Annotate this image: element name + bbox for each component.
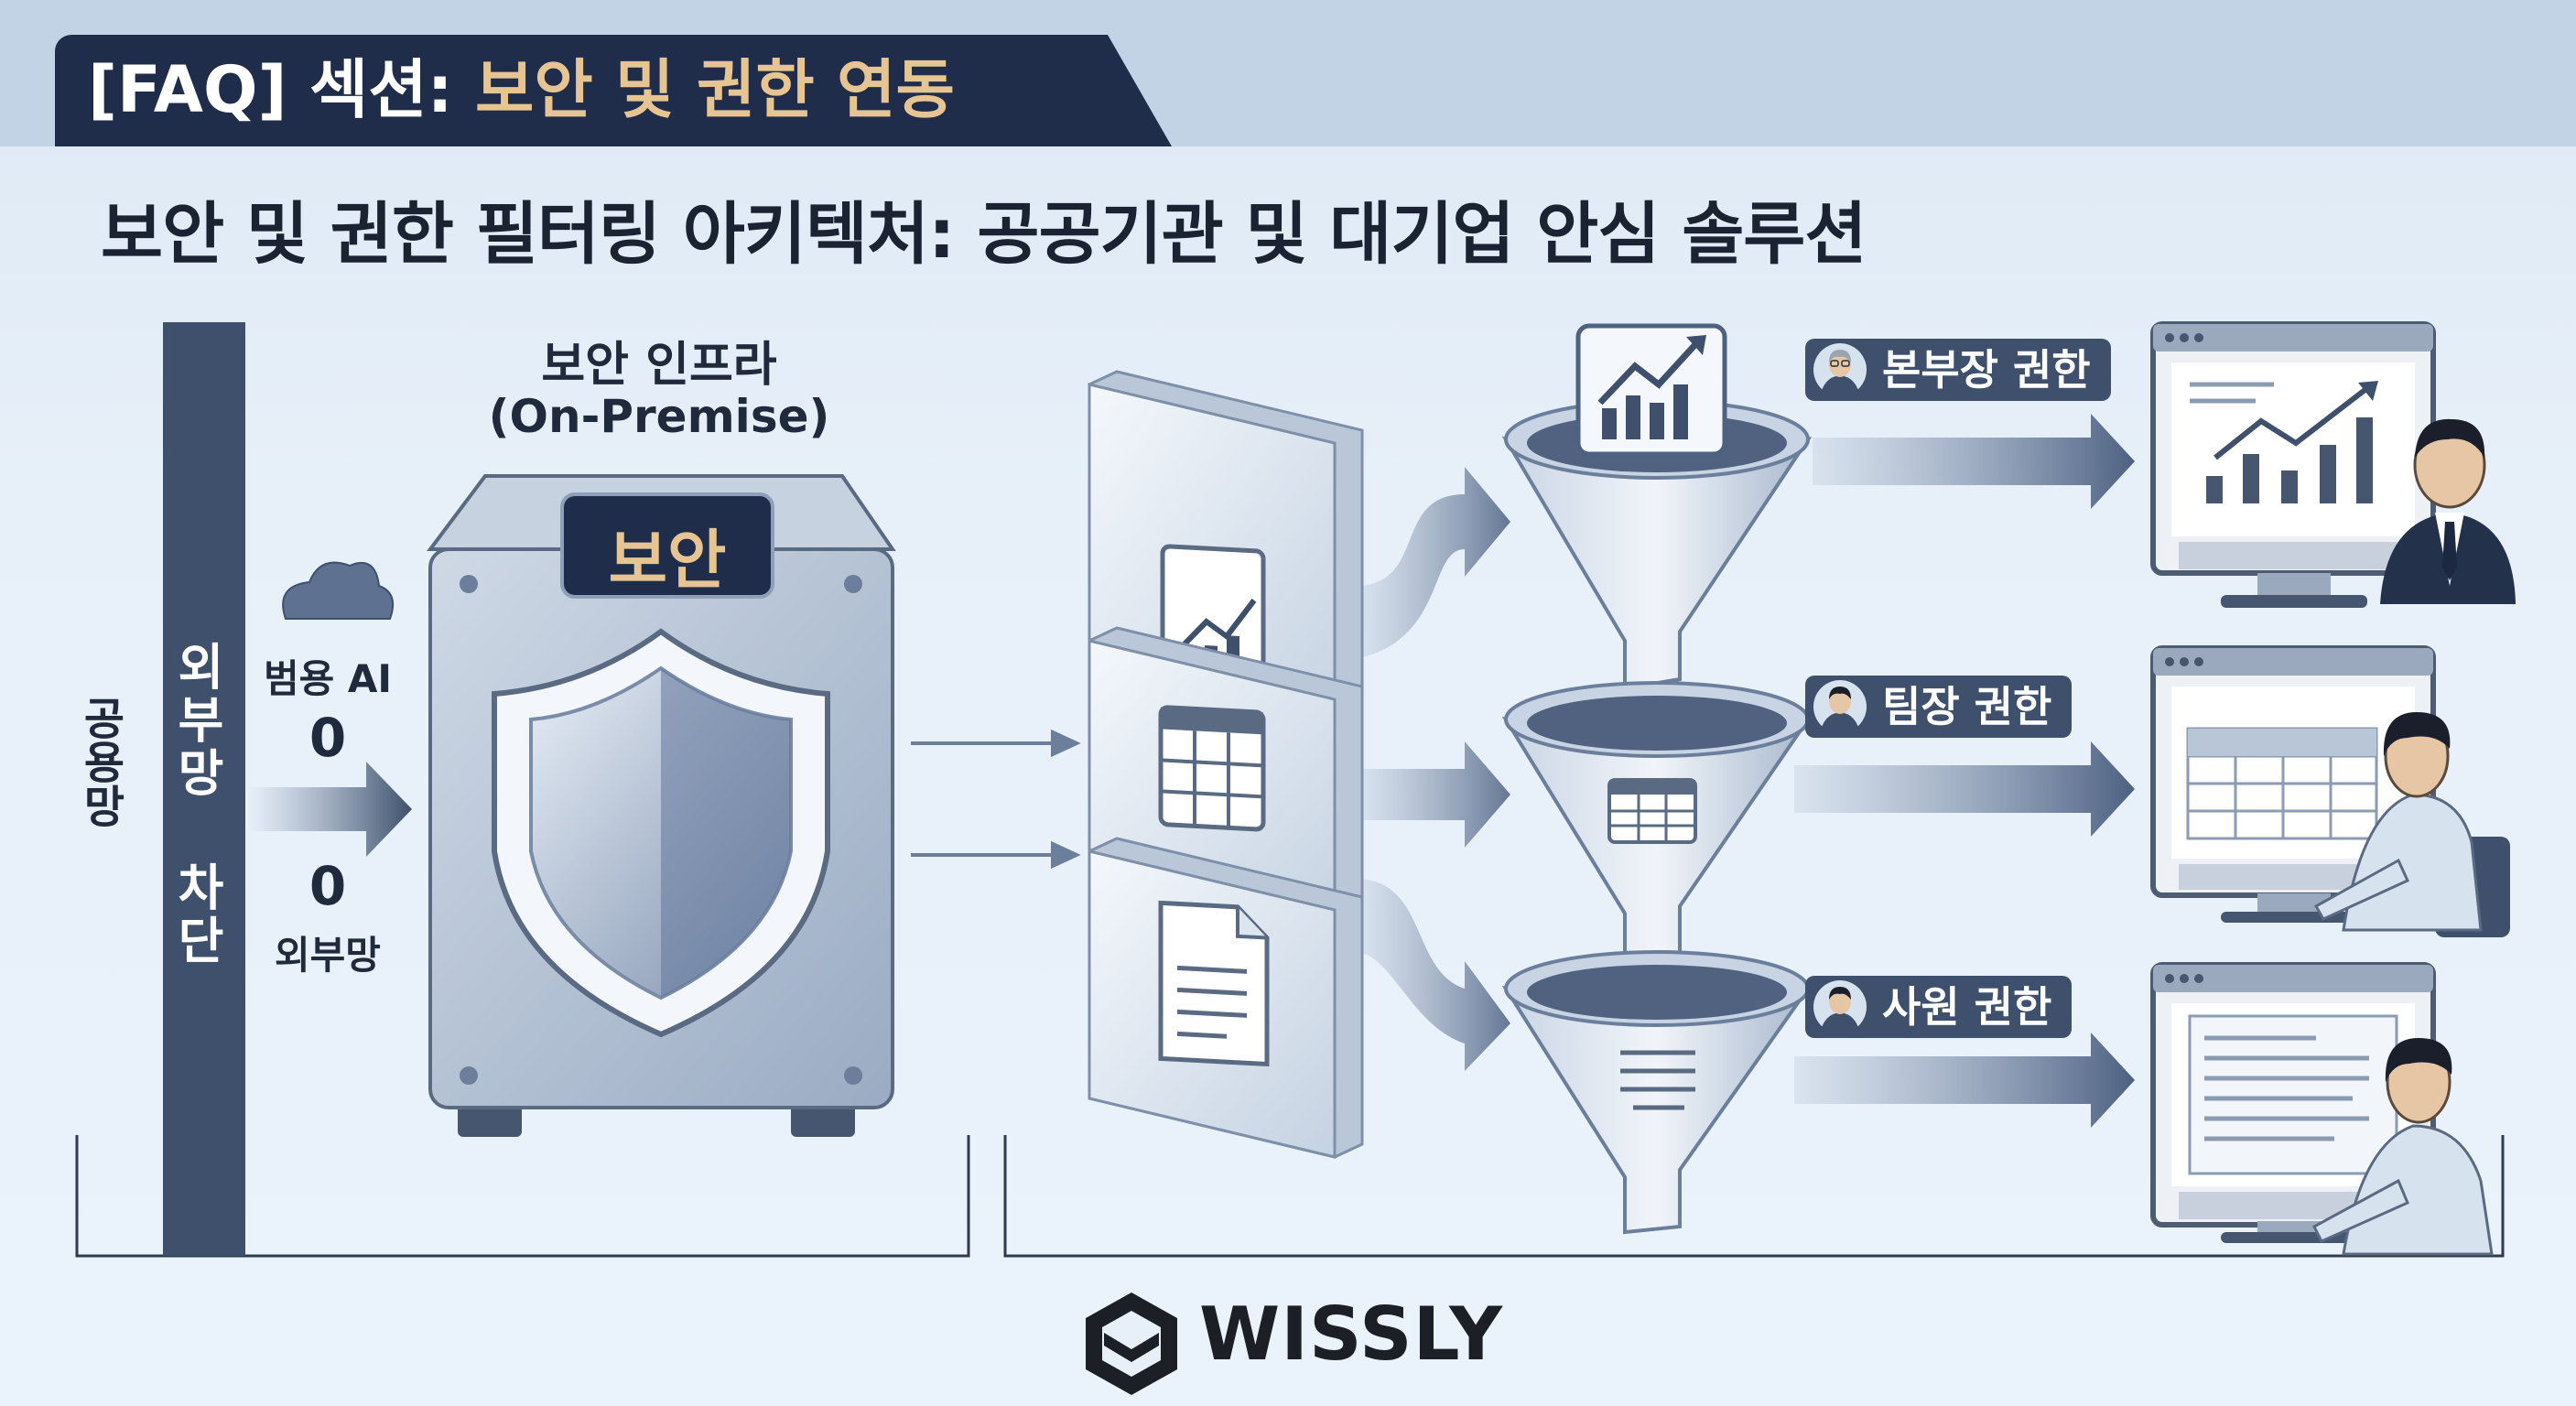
document-lines-icon bbox=[1620, 1050, 1695, 1110]
role-label-team-lead: 팀장 권한 bbox=[1882, 682, 2052, 731]
role-pill-team-lead: 팀장 권한 bbox=[1805, 676, 2073, 738]
flow-to-funnel-2 bbox=[1355, 741, 1510, 848]
header-highlight: 보안 및 권한 연동 bbox=[475, 52, 955, 127]
public-network-label: 공용망 bbox=[74, 696, 125, 827]
monitor-staff bbox=[2150, 962, 2436, 1243]
filter-frame bbox=[1003, 1135, 2505, 1258]
shield-icon bbox=[492, 628, 830, 1038]
team-lead-avatar-icon bbox=[1813, 680, 1867, 734]
role-arrow-1 bbox=[1813, 414, 2135, 509]
header-tab bbox=[55, 35, 1172, 146]
connector-arrows bbox=[911, 729, 1081, 870]
monitor-executive bbox=[2150, 321, 2436, 608]
staff-avatar-icon bbox=[1813, 980, 1867, 1034]
wissly-logo-icon bbox=[1086, 1292, 1177, 1395]
external-block-wall bbox=[163, 322, 245, 1256]
section-header: [FAQ] 섹션: 보안 및 권한 연동 bbox=[88, 44, 955, 135]
brand-name: WISSLY bbox=[1199, 1292, 1504, 1377]
person-executive bbox=[2380, 418, 2516, 604]
role-label-staff: 사원 권한 bbox=[1882, 982, 2052, 1032]
document-panel bbox=[1088, 837, 1364, 1159]
infra-title: 보안 인프라 bbox=[541, 338, 777, 393]
infra-frame bbox=[75, 1135, 970, 1258]
funnel-2 bbox=[1501, 681, 1813, 966]
external-network-label: 외부망 bbox=[275, 933, 381, 978]
person-staff bbox=[2312, 1038, 2494, 1256]
general-ai-count: 0 bbox=[308, 707, 347, 769]
chart-card-icon bbox=[1575, 323, 1727, 457]
general-ai-label: 범용 AI bbox=[264, 656, 393, 701]
external-count: 0 bbox=[308, 855, 347, 917]
page-title: 보안 및 권한 필터링 아키텍처: 공공기관 및 대기업 안심 솔루션 bbox=[101, 195, 1867, 274]
blocked-arrow bbox=[247, 762, 412, 857]
role-pill-staff: 사원 권한 bbox=[1805, 976, 2073, 1038]
role-pill-executive: 본부장 권한 bbox=[1805, 339, 2111, 401]
table-icon bbox=[1607, 778, 1697, 844]
executive-avatar-icon bbox=[1813, 343, 1867, 397]
header-prefix: [FAQ] 섹션: bbox=[88, 52, 475, 127]
flow-to-funnel-3 bbox=[1355, 879, 1510, 1071]
cloud-icon bbox=[282, 561, 394, 620]
data-panels bbox=[1088, 370, 1364, 1159]
role-arrow-3 bbox=[1794, 1033, 2135, 1128]
role-label-executive: 본부장 권한 bbox=[1882, 345, 2091, 395]
person-team bbox=[2313, 712, 2510, 937]
flow-to-funnel-1 bbox=[1355, 467, 1510, 659]
funnel-3 bbox=[1501, 950, 1813, 1235]
security-badge: 보안 bbox=[608, 523, 727, 598]
external-block-label: 외부망 차단 bbox=[168, 641, 225, 968]
role-arrow-2 bbox=[1794, 741, 2135, 837]
infra-subtitle: (On-Premise) bbox=[488, 390, 830, 443]
